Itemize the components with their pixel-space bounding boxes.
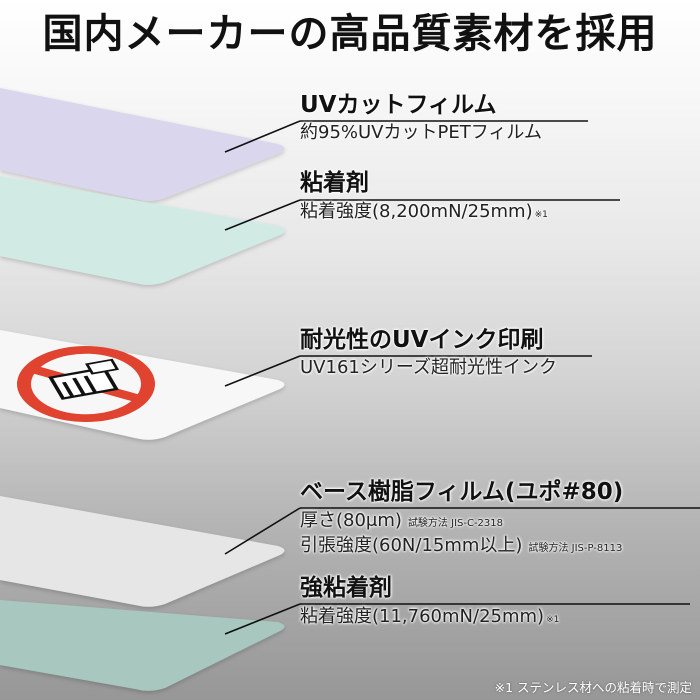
test-method: 試験方法 JIS-C-2318: [407, 518, 504, 529]
layer-name: ベース樹脂フィルム(ユポ#80): [300, 479, 624, 505]
strong-adhesive-leader-line: [224, 603, 301, 635]
layer-name: UVカットフィルム: [300, 92, 497, 118]
base-film-sheet: [0, 496, 285, 607]
layer-detail: UV161シリーズ超耐光性インク: [300, 357, 557, 378]
layer-detail: 引張強度(60N/15mm以上): [300, 535, 523, 556]
footnote: ※1 ステンレス材への粘着時で測定: [494, 680, 692, 695]
layer-label-base-film: ベース樹脂フィルム(ユポ#80) 厚さ(80μm) 試験方法 JIS-C-2318…: [300, 477, 623, 560]
layer-label-uv-ink: 耐光性のUVインク印刷 UV161シリーズ超耐光性インク: [300, 325, 557, 379]
uv-film-leader-line: [224, 120, 301, 153]
layer-name: 粘着剤: [300, 170, 369, 196]
strong-adhesive-sheet: [0, 600, 285, 691]
print-leader-line: [224, 355, 301, 387]
base-film-leader-line: [224, 507, 301, 555]
layer-label-uv-film: UVカットフィルム 約95%UVカットPETフィルム: [300, 90, 542, 144]
footnote-marker: ※1: [546, 615, 560, 625]
layer-name: 強粘着剤: [300, 575, 392, 601]
page-title: 国内メーカーの高品質素材を採用: [42, 11, 658, 57]
no-touch-prohibition-icon: [17, 346, 155, 422]
layer-detail: 粘着強度(8,200mN/25mm): [300, 201, 533, 222]
layer-label-adhesive: 粘着剤 粘着強度(8,200mN/25mm)※1: [300, 168, 548, 226]
uv-film-sheet: [0, 88, 285, 201]
layer-name: 耐光性のUVインク印刷: [300, 327, 544, 353]
test-method: 試験方法 JIS-P-8113: [528, 543, 623, 554]
footnote-marker: ※1: [534, 210, 548, 220]
layer-label-strong-adhesive: 強粘着剤 粘着強度(11,760mN/25mm)※1: [300, 573, 559, 631]
adhesive-sheet: [0, 176, 285, 285]
layer-detail: 約95%UVカットPETフィルム: [300, 122, 542, 143]
layer-detail: 厚さ(80μm): [300, 510, 402, 531]
layer-detail: 粘着強度(11,760mN/25mm): [300, 606, 545, 627]
adhesive-leader-line: [224, 199, 301, 231]
